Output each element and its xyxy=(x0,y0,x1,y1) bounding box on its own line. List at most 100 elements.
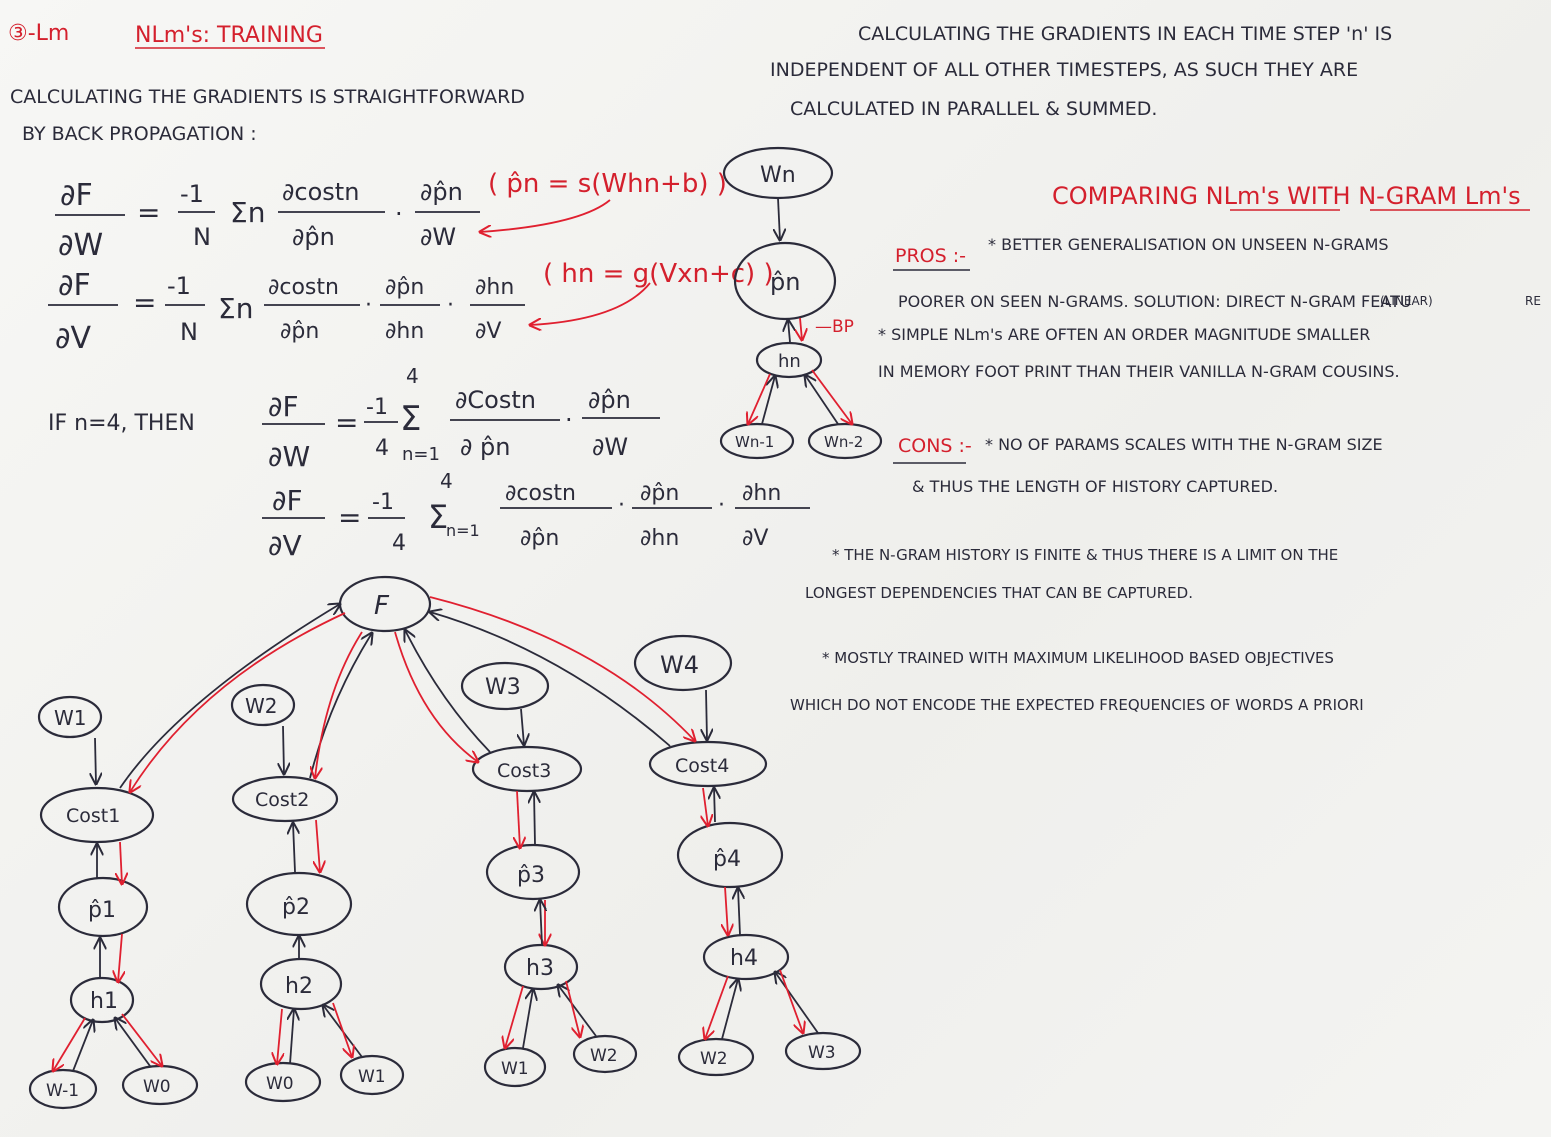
node-cost2-label: Cost2 xyxy=(255,789,309,811)
node-W1-top xyxy=(37,695,103,739)
f1-lhs-den: ∂W xyxy=(58,228,103,263)
node-h4 xyxy=(702,933,790,981)
f3-sum-bot: n=1 xyxy=(402,444,440,465)
node-x-w3-label: W3 xyxy=(808,1043,836,1063)
page-title: NLm's: TRAINING xyxy=(135,23,323,48)
cons-line-5: * MOSTLY TRAINED WITH MAXIMUM LIKELIHOOD… xyxy=(822,649,1334,667)
f4-sum-top: 4 xyxy=(440,469,453,493)
node-h2 xyxy=(259,957,343,1011)
f3-lhs-den: ∂W xyxy=(268,440,310,473)
f3-sum: Σ xyxy=(400,399,421,439)
node-W4-top-label: W4 xyxy=(660,651,699,679)
f3-t2-num: ∂p̂n xyxy=(588,386,631,414)
node-pn-label: p̂n xyxy=(770,268,800,296)
f2-t2-num: ∂p̂n xyxy=(385,275,424,300)
f4-t3-num: ∂hn xyxy=(742,481,781,506)
f4-t3-den: ∂V xyxy=(742,526,768,551)
svg-text:·: · xyxy=(365,293,372,318)
node-x-w2-label: W2 xyxy=(590,1046,618,1066)
intro-line-1: CALCULATING THE GRADIENTS IS STRAIGHTFOR… xyxy=(10,86,525,108)
node-x-w2b-label: W2 xyxy=(700,1049,728,1069)
svg-text:·: · xyxy=(565,406,573,434)
node-p4 xyxy=(676,821,784,889)
f1-t1-den: ∂p̂n xyxy=(292,223,335,251)
right-intro-line-3: CALCULATED IN PARALLEL & SUMMED. xyxy=(790,98,1157,120)
svg-text:·: · xyxy=(618,493,625,518)
f2-coef-num: -1 xyxy=(167,272,191,300)
node-p1-label: p̂1 xyxy=(88,898,116,923)
f3-t2-den: ∂W xyxy=(592,433,628,461)
f2-sum: Σn xyxy=(218,292,253,325)
node-W2-top-label: W2 xyxy=(245,694,278,718)
node-h3-label: h3 xyxy=(526,956,554,981)
cons-line-3: * THE N-GRAM HISTORY IS FINITE & THUS TH… xyxy=(832,546,1338,564)
cons-label: CONS :- xyxy=(898,435,972,457)
node-x-w0-label: W0 xyxy=(143,1077,171,1097)
node-h1-label: h1 xyxy=(90,989,118,1014)
node-p3 xyxy=(485,843,581,901)
cons-line-1: * NO OF PARAMS SCALES WITH THE N-GRAM SI… xyxy=(985,435,1383,454)
node-cost1 xyxy=(39,786,155,844)
svg-text:·: · xyxy=(447,293,454,318)
node-x-w1b xyxy=(483,1046,547,1088)
node-W2-top xyxy=(230,683,296,727)
svg-text:=: = xyxy=(338,501,361,534)
formula-dF-dV: ∂F ∂V = -1 N Σn ∂costn ∂p̂n · ∂p̂n ∂hn ·… xyxy=(48,259,774,356)
f4-sum-bot: n=1 xyxy=(446,521,480,540)
svg-text:=: = xyxy=(335,406,358,439)
f1-t1-num: ∂costn xyxy=(282,178,359,206)
f4-coef-den: 4 xyxy=(392,531,406,556)
cons-line-4: LONGEST DEPENDENCIES THAT CAN BE CAPTURE… xyxy=(805,584,1193,602)
f2-t2-den: ∂hn xyxy=(385,319,424,344)
f4-t2-den: ∂hn xyxy=(640,526,679,551)
pros-label: PROS :- xyxy=(895,245,966,267)
f2-t3-den: ∂V xyxy=(475,319,501,344)
node-hn xyxy=(755,341,823,379)
node-x-w2 xyxy=(572,1034,638,1074)
f4-coef-num: -1 xyxy=(372,490,394,515)
comparison-title: COMPARING NLm's WITH N-GRAM Lm's xyxy=(1052,182,1521,210)
f3-lhs-num: ∂F xyxy=(268,390,299,423)
f1-sum: Σn xyxy=(230,196,265,229)
node-wn2-label: Wn-2 xyxy=(824,433,863,451)
f4-t1-num: ∂costn xyxy=(505,481,576,506)
node-x-w1 xyxy=(339,1054,405,1096)
f2-note: ( hn = g(Vxn+c) ) xyxy=(543,259,774,289)
pros-line-1: * BETTER GENERALISATION ON UNSEEN N-GRAM… xyxy=(988,235,1389,254)
node-cost3 xyxy=(471,745,583,793)
node-wn1-label: Wn-1 xyxy=(735,433,774,451)
f3-sum-top: 4 xyxy=(406,364,419,388)
f2-t3-num: ∂hn xyxy=(475,275,514,300)
pros-line-4: IN MEMORY FOOT PRINT THAN THEIR VANILLA … xyxy=(878,362,1400,381)
right-intro-line-1: CALCULATING THE GRADIENTS IN EACH TIME S… xyxy=(858,23,1392,45)
f1-equals: = xyxy=(137,196,160,229)
f4-sum: Σ xyxy=(428,498,448,536)
f4-t1-den: ∂p̂n xyxy=(520,526,559,551)
node-h2-label: h2 xyxy=(285,974,313,999)
node-cost2 xyxy=(231,775,339,823)
node-cost1-label: Cost1 xyxy=(66,805,120,827)
node-wn-label: Wn xyxy=(760,163,796,188)
f2-t1-num: ∂costn xyxy=(268,275,339,300)
f4-t2-num: ∂p̂n xyxy=(640,481,679,506)
bp-label: —BP xyxy=(815,317,854,337)
intro-line-2: BY BACK PROPAGATION : xyxy=(22,123,257,145)
f3-t1-num: ∂Costn xyxy=(455,386,536,414)
node-cost3-label: Cost3 xyxy=(497,760,551,782)
node-x-w2b xyxy=(677,1037,755,1077)
formula-n4-dF-dV: ∂F ∂V = -1 4 4 Σ n=1 ∂costn ∂p̂n · ∂p̂n … xyxy=(262,469,810,562)
cons-line-6: WHICH DO NOT ENCODE THE EXPECTED FREQUEN… xyxy=(790,696,1364,714)
svg-text:·: · xyxy=(718,493,725,518)
node-W1-top-label: W1 xyxy=(54,706,87,730)
node-h4-label: h4 xyxy=(730,946,758,971)
pros-note-1: (LINEAR) xyxy=(1380,294,1433,308)
f4-lhs-num: ∂F xyxy=(272,484,303,517)
node-hn-label: hn xyxy=(778,351,801,372)
right-intro-line-2: INDEPENDENT OF ALL OTHER TIMESTEPS, AS S… xyxy=(770,59,1358,81)
corner-tag: ③-Lm xyxy=(8,21,69,46)
f1-note: ( p̂n = s(Whn+b) ) xyxy=(488,169,727,199)
if-text: IF n=4, THEN xyxy=(48,411,195,436)
f2-lhs-num: ∂F xyxy=(58,268,91,303)
